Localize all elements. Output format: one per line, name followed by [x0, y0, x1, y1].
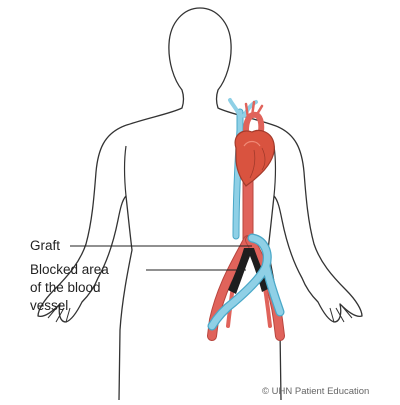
right-hand-fingers	[329, 305, 353, 323]
aortic-arch	[243, 111, 265, 141]
copyright-credit: © UHN Patient Education	[262, 386, 370, 397]
blocked-label-line1: Blocked area	[30, 262, 109, 277]
body-outline	[37, 7, 363, 401]
blocked-label-line2: of the blood	[30, 280, 101, 295]
heart-vessel-lines	[249, 147, 266, 179]
upper-arteries	[244, 100, 264, 120]
left-underarm-line	[123, 145, 127, 197]
graft	[207, 233, 285, 331]
graft-label: Graft	[30, 238, 61, 253]
graft-fill	[208, 234, 284, 330]
left-hand-fingers	[47, 305, 71, 323]
heart	[234, 129, 275, 187]
blocked-label-line3: vessel	[30, 298, 69, 313]
heart-highlight	[243, 140, 261, 147]
